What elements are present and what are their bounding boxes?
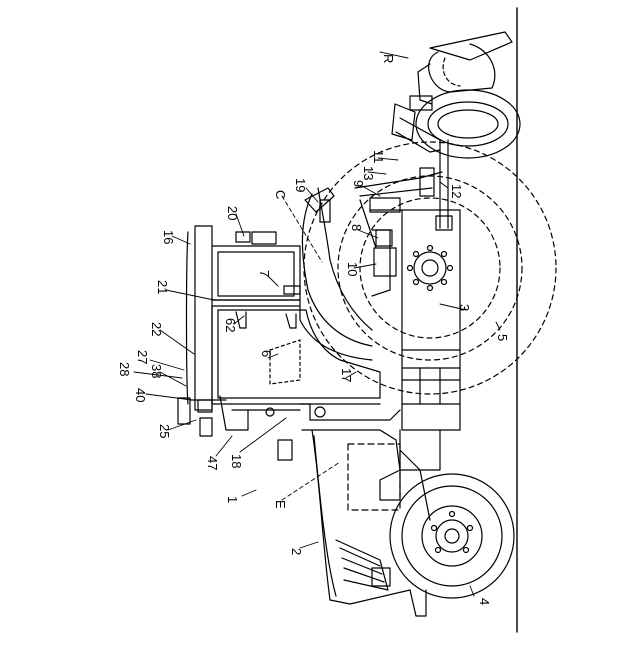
label-13: 13 (361, 166, 376, 180)
label-3: 3 (457, 304, 472, 311)
cabin (178, 226, 400, 436)
label-9: 9 (351, 180, 366, 187)
label-6: 6 (259, 350, 274, 357)
transmission-frame (370, 210, 460, 470)
label-8: 8 (349, 224, 364, 231)
label-22: 22 (149, 322, 164, 336)
label-47: 47 (205, 456, 220, 470)
reference-labels: R 11 13 9 12 C 19 8 20 16 10 7 21 3 62 2… (117, 54, 510, 605)
label-E: E (273, 500, 288, 509)
label-5: 5 (495, 334, 510, 341)
label-C: C (273, 190, 288, 199)
label-1: 1 (225, 496, 240, 503)
label-18: 18 (229, 454, 244, 468)
label-17: 17 (339, 368, 354, 382)
label-28: 28 (117, 362, 132, 376)
rear-wheel (304, 142, 556, 394)
label-R: R (381, 54, 396, 63)
label-16: 16 (161, 230, 176, 244)
label-19: 19 (293, 178, 308, 192)
label-2: 2 (289, 548, 304, 555)
label-12: 12 (449, 184, 464, 198)
label-21: 21 (155, 280, 170, 294)
rear-implement (392, 32, 520, 158)
rear-axle-hub (408, 246, 453, 291)
label-20: 20 (225, 206, 240, 220)
label-27: 27 (135, 350, 150, 364)
label-40: 40 (133, 388, 148, 402)
front-wheel (390, 450, 514, 598)
label-25: 25 (157, 424, 172, 438)
hitch-links (355, 132, 452, 230)
label-10: 10 (345, 262, 360, 276)
label-4: 4 (477, 598, 492, 605)
label-7: 7 (257, 270, 272, 277)
label-62: 62 (223, 318, 238, 332)
label-11: 11 (371, 150, 386, 164)
label-38: 38 (149, 364, 164, 378)
